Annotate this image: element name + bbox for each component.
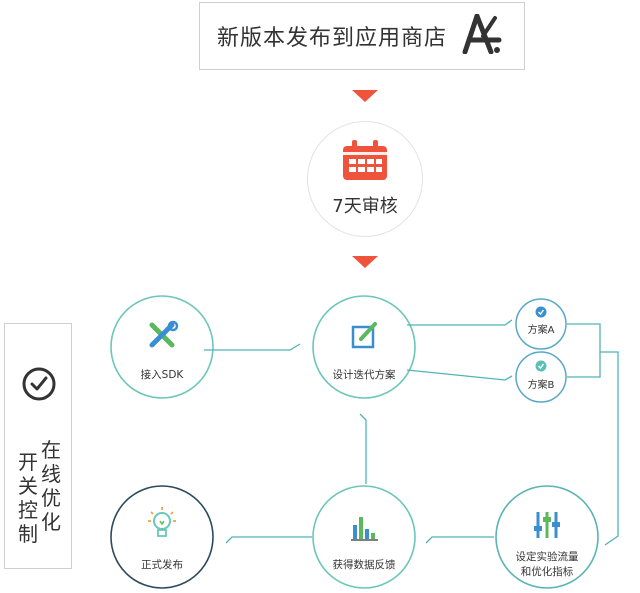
tools-icon — [149, 320, 179, 348]
connector-design-plan-a — [407, 319, 513, 326]
edit-icon — [351, 322, 377, 349]
connector-sdk-design — [204, 343, 301, 351]
check-badge-icon-b — [535, 360, 547, 372]
node-label-set-traffic-2: 和优化指标 — [520, 566, 574, 578]
node-label-set-traffic-1: 设定实验流量 — [515, 551, 579, 563]
review-label: 7天审核 — [332, 196, 398, 217]
side-text-right: 在线优化 — [41, 438, 61, 534]
node-label-feedback: 获得数据反馈 — [332, 559, 396, 571]
connector-traffic-feedback — [425, 536, 494, 544]
side-box: 开关控制 在线优化 — [4, 323, 72, 569]
down-arrow-1 — [352, 90, 378, 102]
node-label-release: 正式发布 — [141, 559, 183, 571]
connector-feedback-design — [359, 413, 367, 484]
down-arrow-2 — [352, 256, 378, 268]
bar-chart-icon — [351, 517, 378, 541]
check-badge-icon-a — [535, 306, 547, 318]
node-circle-plan-b — [515, 351, 567, 403]
node-label-plan-b: 方案B — [527, 380, 555, 391]
connector-feedback-release — [225, 536, 312, 544]
connector-merge-b — [567, 352, 601, 378]
node-label-design: 设计迭代方案 — [332, 369, 396, 381]
side-text-left: 开关控制 — [18, 450, 38, 546]
top-box: 新版本发布到应用商店 — [199, 2, 525, 70]
node-label-sdk: 接入SDK — [140, 369, 184, 381]
node-circle-sdk — [110, 295, 214, 399]
node-circle-feedback — [312, 485, 416, 589]
top-title: 新版本发布到应用商店 — [216, 26, 447, 51]
node-label-plan-a: 方案A — [527, 325, 555, 336]
node-circle-release — [110, 485, 214, 589]
lightbulb-icon — [148, 507, 176, 537]
app-store-icon — [461, 13, 507, 58]
node-circle-plan-a — [515, 298, 567, 350]
connector-design-plan-b — [406, 369, 513, 381]
calendar-icon — [341, 140, 389, 186]
check-circle-icon — [21, 366, 57, 406]
connector-merge-right — [567, 323, 619, 546]
review-circle: 7天审核 — [307, 121, 423, 237]
sliders-icon — [534, 512, 560, 538]
